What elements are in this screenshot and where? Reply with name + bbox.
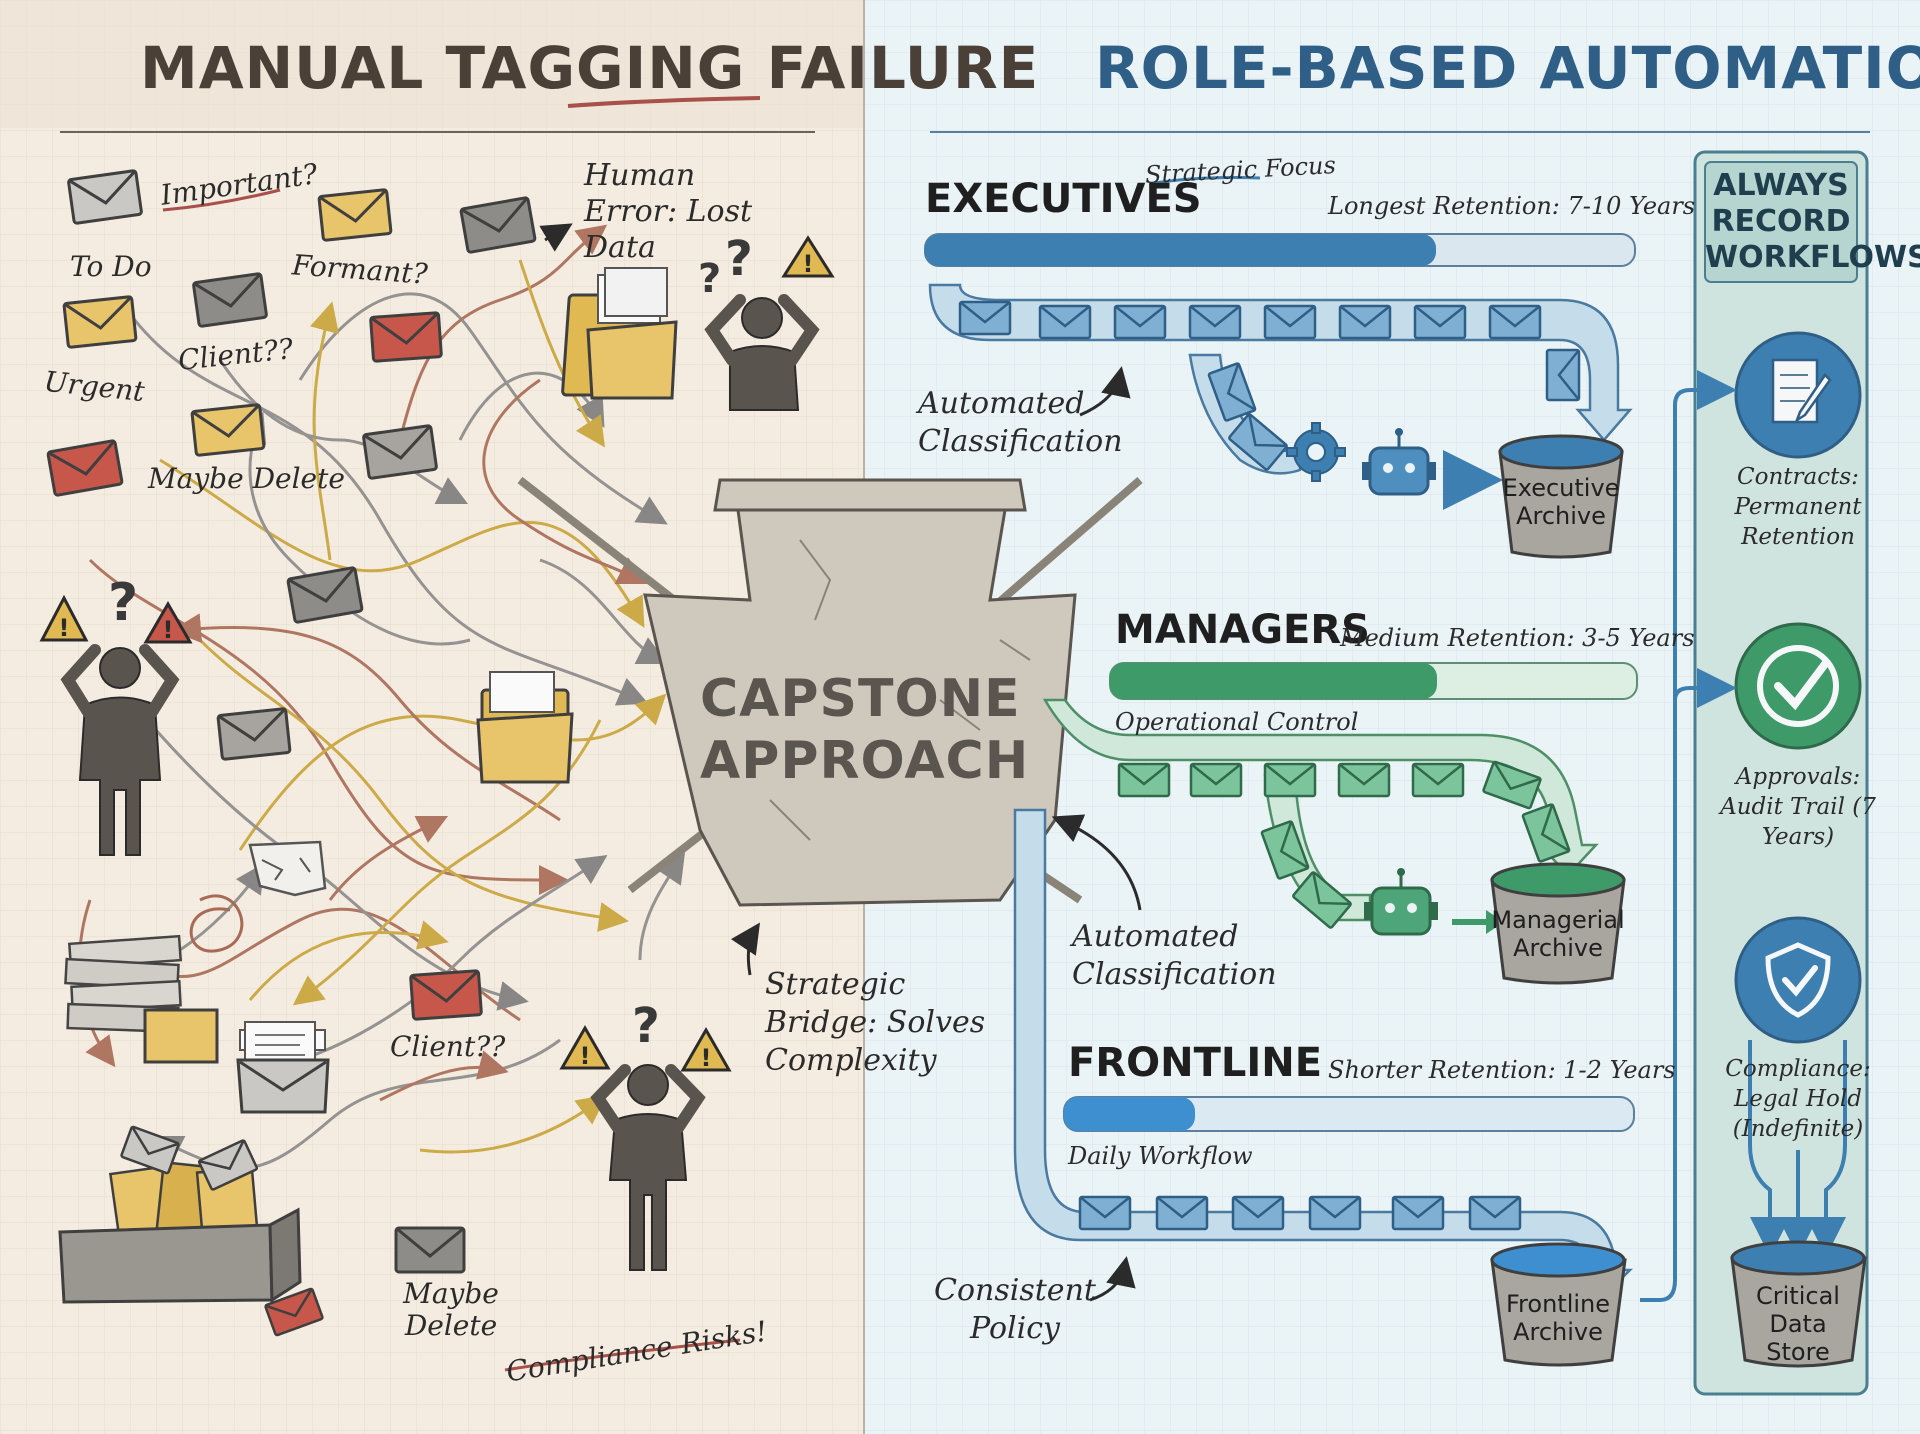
capstone-keystone	[517, 476, 1143, 907]
item-compliance: Compliance: Legal Hold (Indefinite)	[1725, 1056, 1871, 1142]
robot-icon	[1362, 428, 1436, 496]
label-human-error: Human Error: Lost Data	[584, 158, 753, 265]
svg-text:!: !	[580, 1042, 591, 1070]
svg-text:?: ?	[108, 573, 138, 633]
executive-archive-label: Executive Archive	[1502, 474, 1620, 530]
archive-bucket-icon	[1490, 862, 1626, 985]
tag-operational-control: Operational Control	[1115, 708, 1359, 736]
role-frontline: FRONTLINE	[1068, 1040, 1323, 1086]
warning-icon	[39, 235, 835, 1072]
right-title: ROLE-BASED AUTOMATION	[1095, 34, 1920, 102]
label-to-do: To Do	[70, 250, 152, 283]
note-mgr-classification: Automated Classification	[1072, 919, 1277, 992]
paper-stack-icon	[64, 934, 219, 1064]
critical-data-store-label: Critical Data Store	[1756, 1282, 1840, 1366]
svg-text:!: !	[163, 616, 174, 644]
retention-managers: Medium Retention: 3-5 Years	[1340, 624, 1695, 652]
item-contracts: Contracts: Permanent Retention	[1734, 464, 1862, 550]
label-client-2: Client??	[390, 1030, 506, 1063]
label-maybe-delete: Maybe Delete	[148, 462, 345, 495]
left-title: MANUAL TAGGING FAILURE	[140, 34, 1040, 102]
data-store-bucket-icon	[1730, 1240, 1867, 1368]
item-approvals: Approvals: Audit Trail (7 Years)	[1720, 764, 1876, 850]
always-record-title: ALWAYS RECORD WORKFLOWS	[1705, 168, 1920, 275]
gear-icon	[1286, 422, 1346, 482]
role-managers: MANAGERS	[1115, 607, 1370, 653]
tag-daily-workflow: Daily Workflow	[1068, 1142, 1253, 1170]
open-envelope-icon	[236, 1021, 330, 1114]
stressed-person-icon	[60, 644, 180, 856]
svg-text:!: !	[59, 614, 70, 642]
role-executives: EXECUTIVES	[925, 176, 1202, 222]
svg-text:?: ?	[725, 231, 753, 287]
folder-icon	[561, 267, 678, 400]
messy-file-box-icon	[58, 1125, 302, 1304]
stressed-person-icon	[704, 294, 820, 411]
capstone-text: CAPSTONE APPROACH	[700, 669, 1030, 791]
archive-bucket-icon	[1498, 434, 1624, 559]
shield-check-icon	[1734, 916, 1862, 1044]
label-maybe-delete-2: Maybe Delete	[403, 1277, 499, 1342]
svg-text:?: ?	[632, 998, 660, 1054]
svg-text:?: ?	[698, 256, 721, 302]
note-exec-classification: Automated Classification	[918, 386, 1123, 459]
document-pen-icon	[1734, 331, 1862, 459]
frontline-archive-label: Frontline Archive	[1505, 1290, 1610, 1346]
folder-icon	[476, 671, 574, 784]
retention-executives: Longest Retention: 7-10 Years	[1328, 192, 1696, 220]
retention-frontline: Shorter Retention: 1-2 Years	[1328, 1056, 1676, 1084]
managerial-archive-label: Managerial Archive	[1491, 906, 1625, 962]
question-mark-icon: ? ? ? ?	[108, 231, 753, 1054]
svg-text:!: !	[701, 1044, 712, 1072]
checkmark-icon	[1734, 622, 1862, 750]
bridge-note: Strategic Bridge: Solves Complexity	[765, 967, 986, 1078]
robot-icon	[1364, 868, 1438, 936]
stressed-person-icon	[590, 1064, 706, 1271]
svg-text:!: !	[803, 250, 814, 278]
archive-bucket-icon	[1490, 1242, 1627, 1367]
note-consistent-policy: Consistent Policy	[934, 1273, 1096, 1346]
crumpled-paper-icon	[248, 840, 327, 897]
